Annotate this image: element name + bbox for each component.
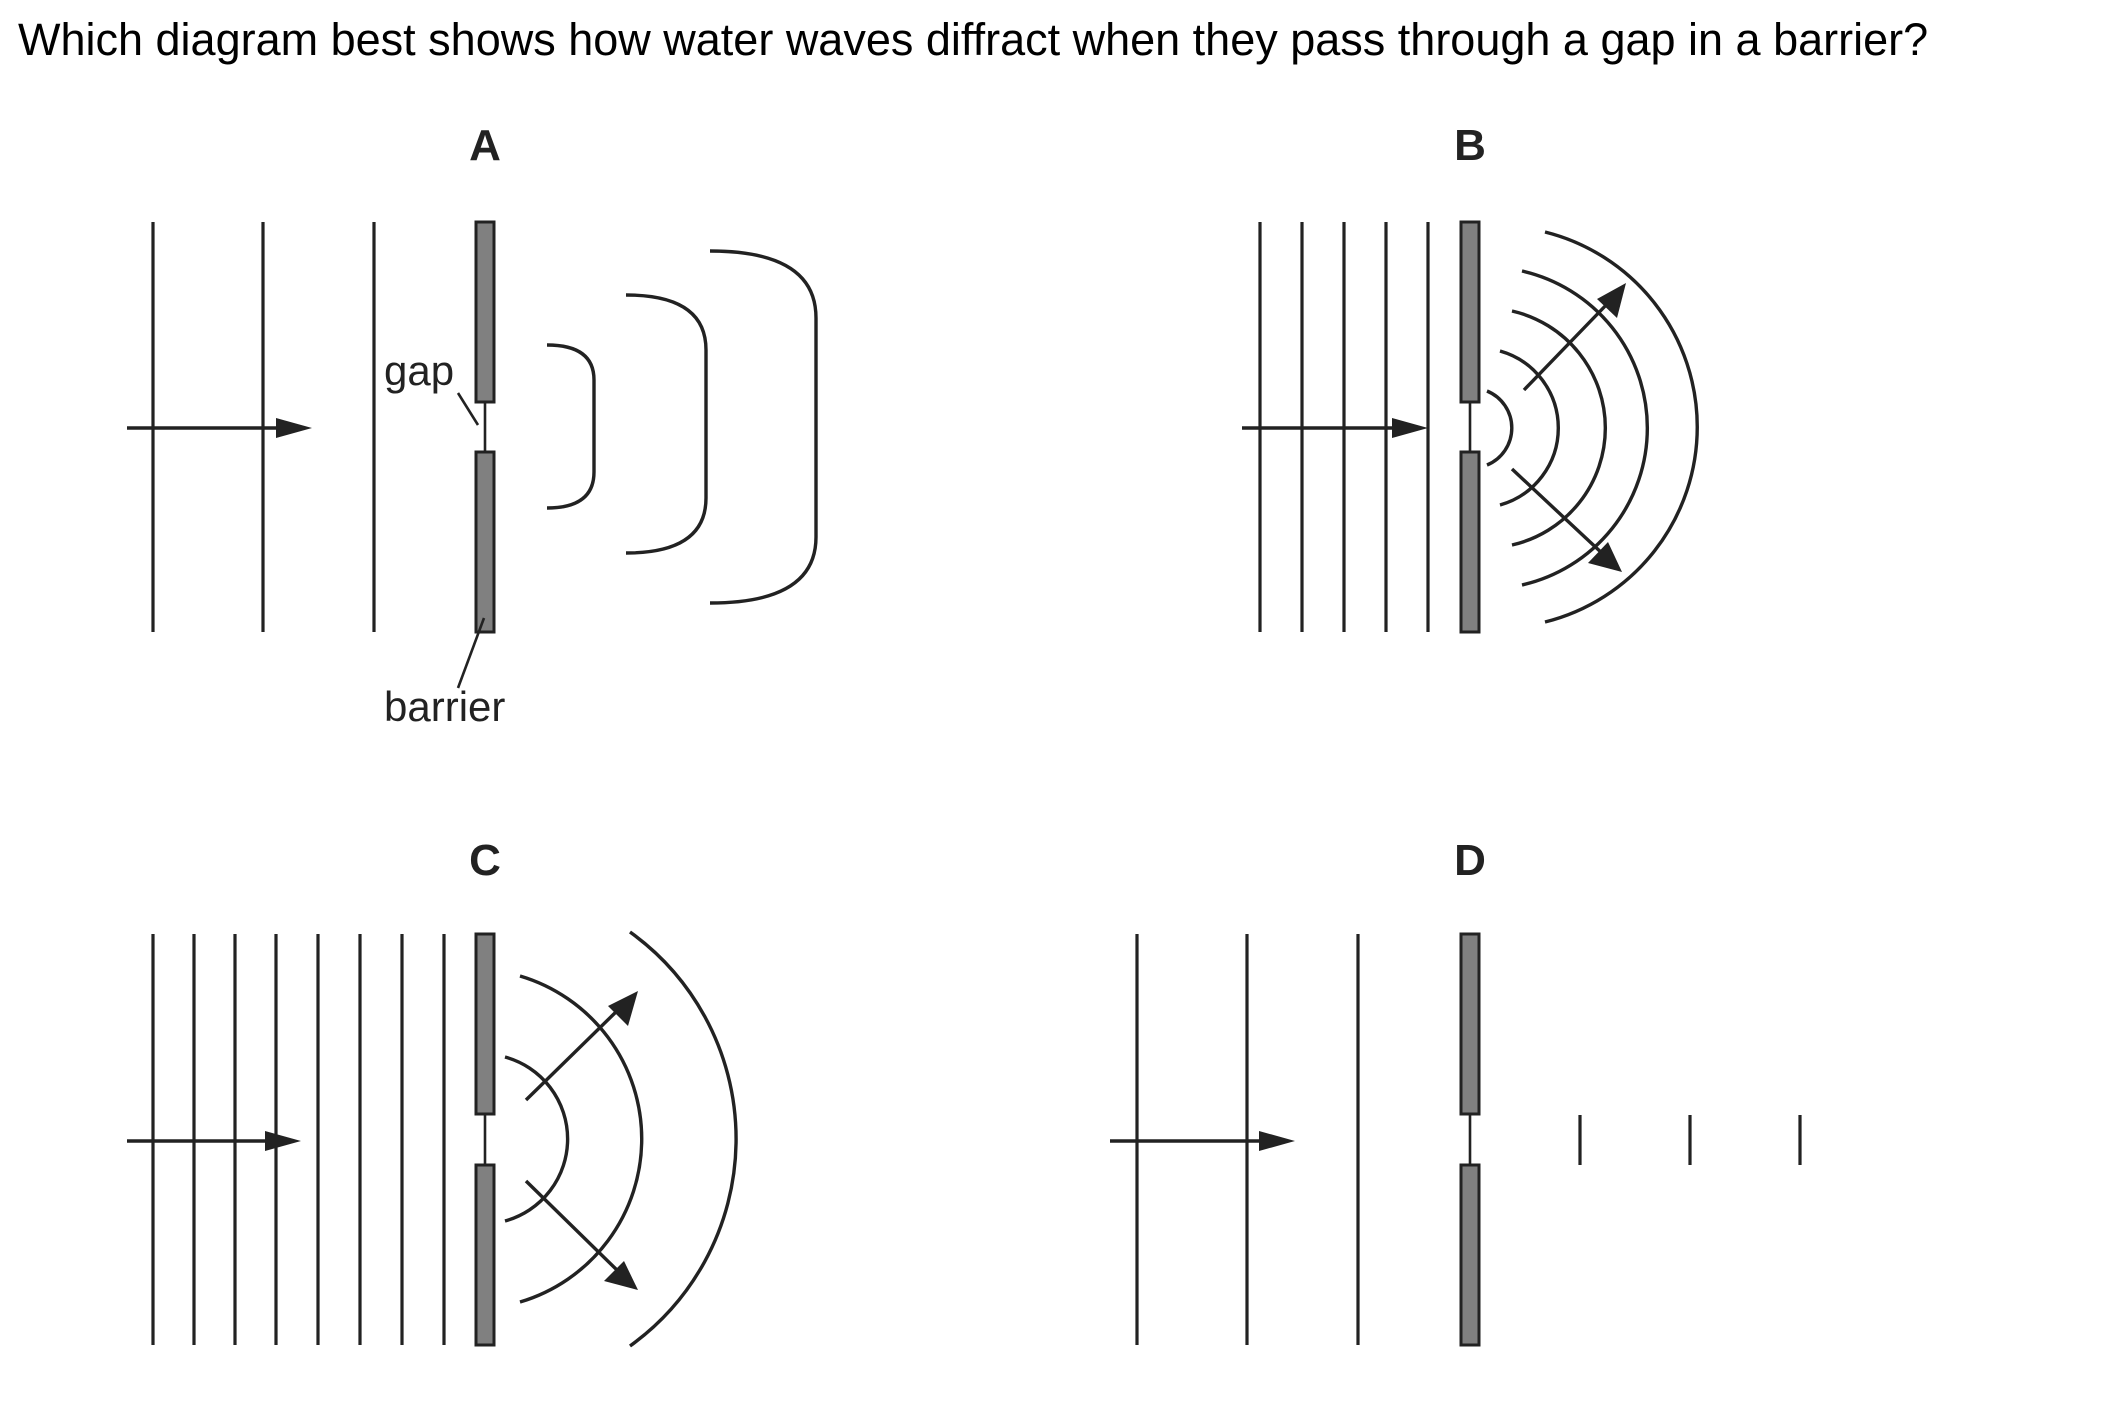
- barrier-label: barrier: [384, 683, 505, 730]
- b-circular-wave: [1511, 309, 1608, 547]
- b-arrowhead-down: [1588, 542, 1622, 572]
- b-arrowhead: [1392, 418, 1428, 438]
- barrier-leader-line: [456, 617, 486, 689]
- c-circular-wave: [519, 974, 644, 1304]
- gap-label: gap: [384, 347, 454, 394]
- a-transmitted-wave: [625, 293, 708, 555]
- b-circular-wave: [1544, 230, 1699, 624]
- a-transmitted-wave: [546, 343, 596, 510]
- a-barrier-top: [474, 220, 496, 404]
- b-arrowhead-up: [1597, 283, 1626, 318]
- c-spread-arrow-up: [524, 1006, 622, 1102]
- c-arrowhead-down: [604, 1261, 638, 1290]
- c-arrowhead-up: [608, 991, 638, 1026]
- option-b-diagram[interactable]: B: [1242, 121, 1699, 634]
- b-circular-wave: [1521, 269, 1650, 587]
- option-c-letter: C: [469, 836, 501, 885]
- option-c-diagram[interactable]: C: [127, 836, 738, 1348]
- c-spread-arrow-down: [524, 1179, 622, 1275]
- option-a-diagram[interactable]: A gap barrier: [127, 121, 818, 730]
- b-spread-arrow-down: [1510, 467, 1606, 557]
- c-barrier-top: [474, 932, 496, 1116]
- option-b-letter: B: [1454, 121, 1486, 170]
- option-d-letter: D: [1454, 836, 1486, 885]
- c-circular-wave: [629, 930, 738, 1348]
- b-barrier-bottom: [1459, 450, 1481, 634]
- b-circular-wave: [1499, 349, 1560, 507]
- c-arrowhead: [265, 1131, 301, 1151]
- b-barrier-top: [1459, 220, 1481, 404]
- d-barrier-bottom: [1459, 1163, 1481, 1347]
- a-barrier-bottom: [474, 450, 496, 634]
- option-a-letter: A: [469, 121, 501, 170]
- d-barrier-top: [1459, 932, 1481, 1116]
- b-spread-arrow-up: [1522, 299, 1612, 392]
- c-barrier-bottom: [474, 1163, 496, 1347]
- a-arrowhead: [276, 418, 312, 438]
- b-circular-wave: [1486, 389, 1514, 467]
- a-transmitted-wave: [709, 249, 818, 605]
- c-circular-wave: [504, 1055, 570, 1223]
- option-d-diagram[interactable]: D: [1110, 836, 1802, 1347]
- gap-leader-line: [456, 392, 480, 426]
- d-arrowhead: [1259, 1131, 1295, 1151]
- question-text: Which diagram best shows how water waves…: [18, 14, 1929, 65]
